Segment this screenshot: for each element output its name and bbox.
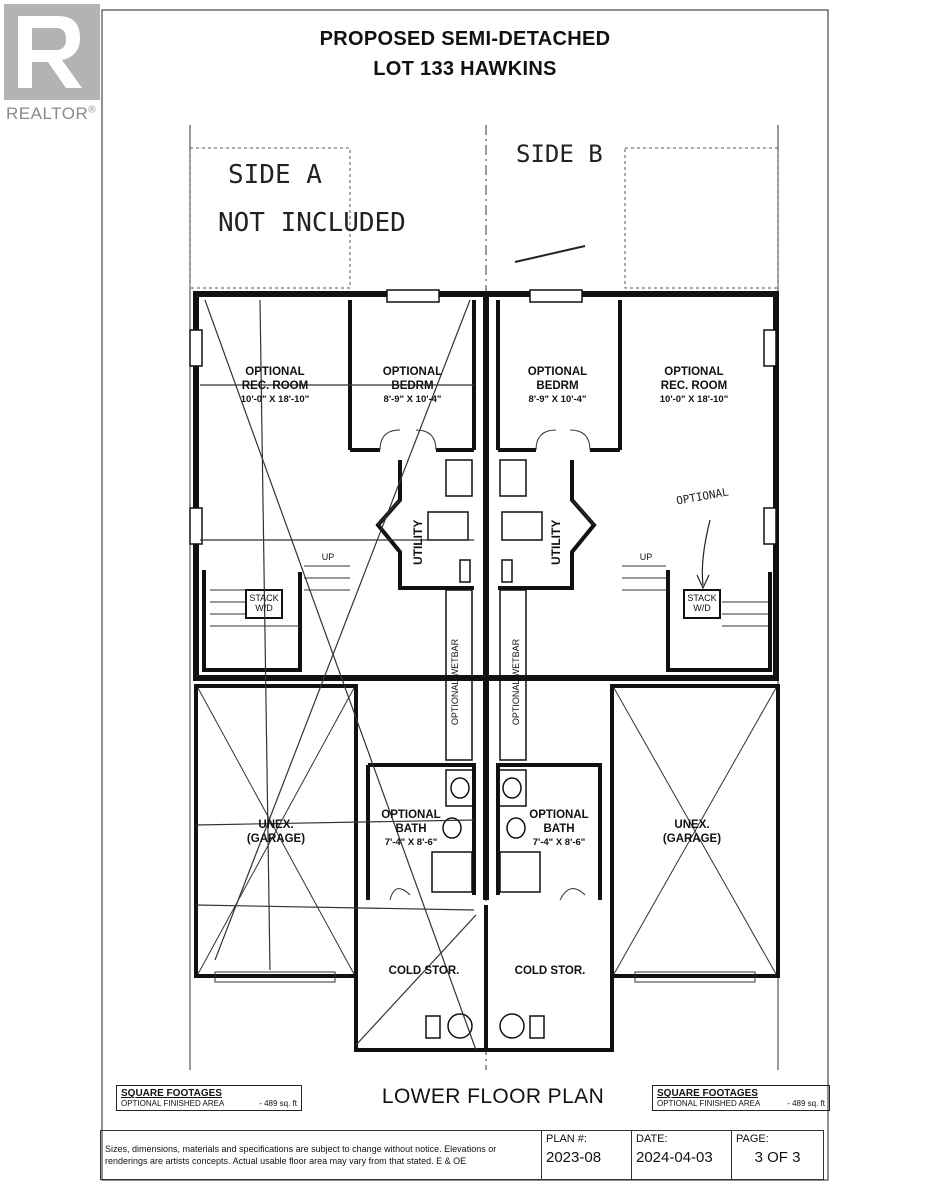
utility-label-right: UTILITY (549, 519, 563, 565)
realtor-wordmark: REALTOR® (6, 104, 97, 123)
stair-up-right: UP (639, 552, 653, 562)
room-rec-room-right: OPTIONAL REC. ROOM 10'-0" X 18'-10" (659, 366, 729, 405)
handwritten-side-a: SIDE A (228, 160, 322, 190)
handwritten-side-b: SIDE B (516, 140, 603, 168)
square-footage-right: SQUARE FOOTAGES OPTIONAL FINISHED AREA -… (652, 1085, 830, 1111)
lot-title: LOT 133 HAWKINS (373, 58, 557, 80)
disclaimer-text: Sizes, dimensions, materials and specifi… (105, 1144, 497, 1166)
title-block: Sizes, dimensions, materials and specifi… (100, 1130, 824, 1180)
stair-up-left: UP (321, 552, 335, 562)
room-bath-right: OPTIONAL BATH 7'-4" X 8'-6" (529, 809, 589, 848)
garage-left: UNEX.(GARAGE) (246, 819, 306, 845)
room-rec-room-left: OPTIONAL REC. ROOM 10'-0" X 18'-10" (240, 366, 310, 405)
page-cell: PAGE: 3 OF 3 (731, 1131, 823, 1179)
room-bedrm-right: OPTIONAL BEDRM 8'-9" X 10'-4" (527, 366, 588, 405)
handwritten-not-included: NOT INCLUDED (218, 208, 406, 238)
garage-right: UNEX.(GARAGE) (662, 819, 722, 845)
plan-number-cell: PLAN #: 2023-08 (541, 1131, 631, 1179)
drawing-title: PROPOSED SEMI-DETACHED (319, 28, 611, 50)
realtor-logo-icon (4, 4, 100, 100)
wetbar-label-left: OPTIONAL WETBAR (450, 638, 460, 726)
wetbar-label-right: OPTIONAL WETBAR (511, 638, 521, 726)
cold-storage-left: COLD STOR. (388, 965, 460, 977)
room-bath-left: OPTIONAL BATH 7'-4" X 8'-6" (381, 809, 441, 848)
square-footage-left: SQUARE FOOTAGES OPTIONAL FINISHED AREA -… (116, 1085, 302, 1111)
room-bedrm-left: OPTIONAL BEDRM 8'-9" X 10'-4" (382, 366, 443, 405)
plan-title: LOWER FLOOR PLAN (381, 1085, 605, 1108)
date-cell: DATE: 2024-04-03 (631, 1131, 731, 1179)
utility-label-left: UTILITY (411, 519, 425, 565)
cold-storage-right: COLD STOR. (514, 965, 586, 977)
